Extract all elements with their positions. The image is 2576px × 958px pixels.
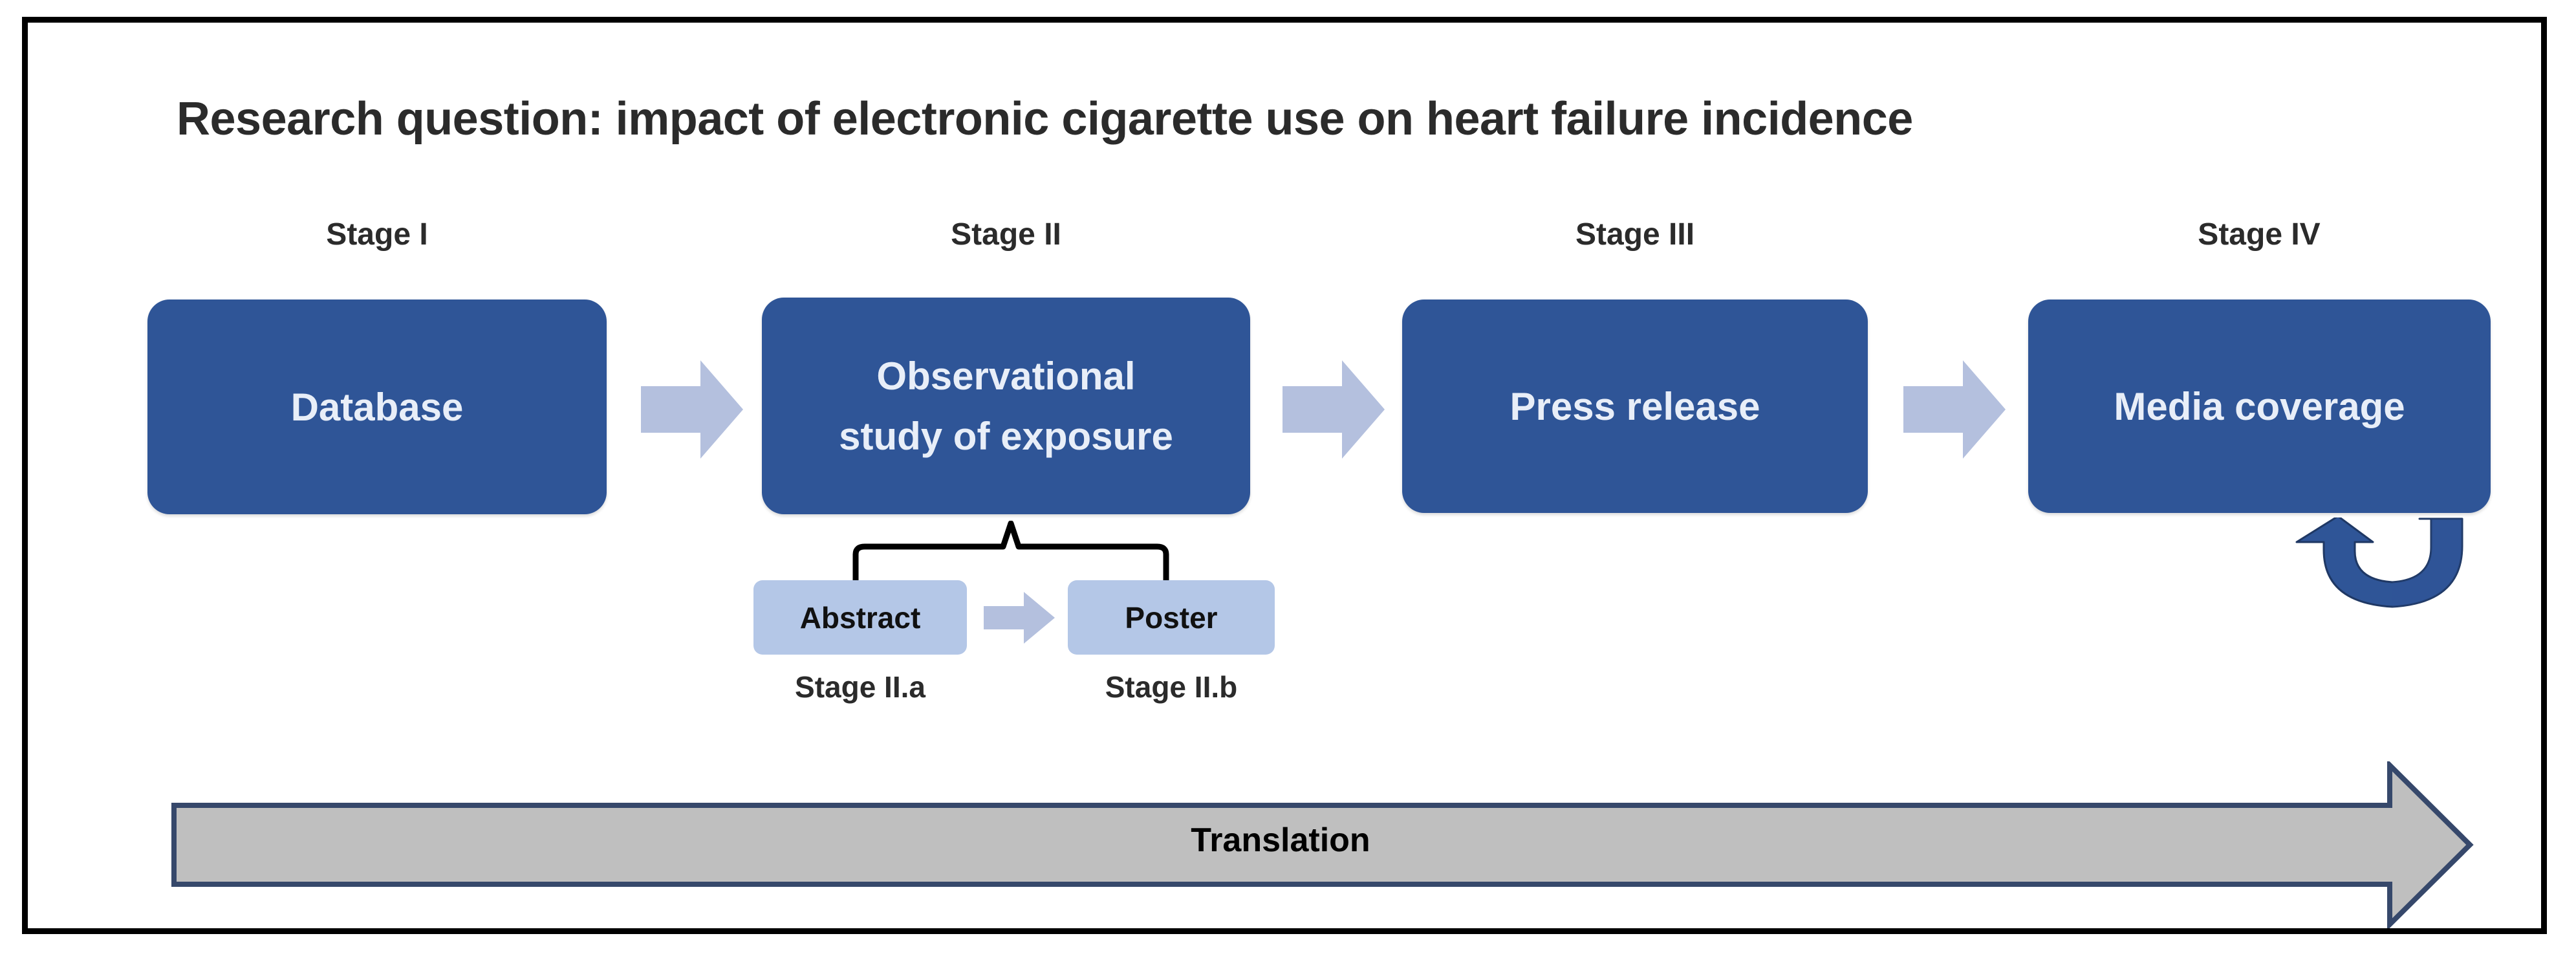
stage-box-observational-study-line1: Observational [876,354,1136,398]
stage-box-media-coverage-label: Media coverage [2114,384,2405,428]
stage-label-4: Stage IV [2198,217,2321,252]
translation-label: Translation [1191,822,1370,859]
page-title: Research question: impact of electronic … [177,93,1913,145]
stage-box-media-coverage[interactable]: Media coverage [2028,299,2491,513]
substage-label-2a: Stage II.a [795,670,925,704]
substage-label-2b: Stage II.b [1105,670,1238,704]
curly-brace-up-icon [849,521,1173,585]
chevron-right-icon-3 [984,591,1056,645]
chevron-right-icon-4 [1903,358,2007,461]
sub-box-abstract-label: Abstract [799,600,921,635]
stage-box-observational-study-line2: study of exposure [839,414,1173,458]
sub-box-abstract[interactable]: Abstract [753,580,967,655]
stage-box-press-release[interactable]: Press release [1402,299,1868,513]
chevron-right-icon-2 [1283,358,1386,461]
chevron-right-icon-1 [641,358,744,461]
u-turn-arrow-icon [2293,517,2467,615]
stage-label-3: Stage III [1575,217,1695,252]
stage-box-observational-study[interactable]: Observational study of exposure [762,298,1250,514]
stage-box-database-label: Database [290,385,464,429]
stage-box-database[interactable]: Database [147,299,607,514]
sub-box-poster[interactable]: Poster [1068,580,1275,655]
stage-label-2: Stage II [951,217,1061,252]
translation-banner-arrow [171,761,2474,928]
stage-box-press-release-label: Press release [1510,384,1760,428]
sub-box-poster-label: Poster [1125,600,1218,635]
diagram-frame: Research question: impact of electronic … [22,17,2547,934]
stage-label-1: Stage I [326,217,428,252]
